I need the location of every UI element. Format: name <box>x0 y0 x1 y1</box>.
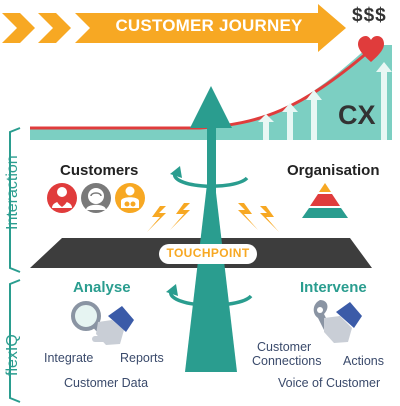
chevron-2 <box>38 13 71 43</box>
organisation-heading: Organisation <box>287 162 380 179</box>
lightning-right2-icon <box>260 206 279 232</box>
central-arrow-head <box>190 86 232 128</box>
swirl-arrow-head-2 <box>166 284 178 296</box>
flexiq-section-label: flexIQ <box>4 334 21 376</box>
intervene-heading: Intervene <box>300 279 367 296</box>
customer-persona-brain-icon <box>81 183 111 213</box>
customer-label: Customer <box>257 340 312 354</box>
heart-icon <box>358 36 384 62</box>
customer-data-label: Customer Data <box>64 376 149 390</box>
lightning-left2-icon <box>147 206 166 232</box>
connections-label: Connections <box>252 354 322 368</box>
interaction-bracket <box>9 127 21 273</box>
flexiq-bracket <box>9 279 21 403</box>
actions-label: Actions <box>343 354 384 368</box>
growth-arrows <box>258 62 392 140</box>
lightning-left-icon <box>170 203 190 230</box>
money-label: $$$ <box>352 5 387 26</box>
swirl-rings <box>169 170 253 307</box>
interaction-section-label: Interaction <box>4 155 21 230</box>
customer-persona-heart-icon <box>47 183 77 213</box>
reports-label: Reports <box>120 351 164 365</box>
swirl-arrow-head-1 <box>170 166 182 178</box>
cx-growth-area <box>30 45 392 140</box>
voice-of-customer-label: Voice of Customer <box>278 376 381 390</box>
customer-persona-gears-icon <box>115 183 145 213</box>
magnifier-hand-icon <box>71 301 134 345</box>
wrench-hand-icon <box>313 300 362 343</box>
chevron-1 <box>2 13 35 43</box>
integrate-label: Integrate <box>44 351 94 365</box>
touchpoint-label: TOUCHPOINT <box>166 246 250 260</box>
journey-banner-arrow <box>75 4 346 52</box>
lightning-right-icon <box>238 203 258 230</box>
banner-title: CUSTOMER JOURNEY <box>115 16 303 35</box>
organisation-pyramid-icon <box>302 183 348 218</box>
analyse-heading: Analyse <box>73 279 131 296</box>
touchpoint-pill <box>159 244 257 264</box>
cx-label: CX <box>338 100 376 130</box>
customers-heading: Customers <box>60 162 139 179</box>
